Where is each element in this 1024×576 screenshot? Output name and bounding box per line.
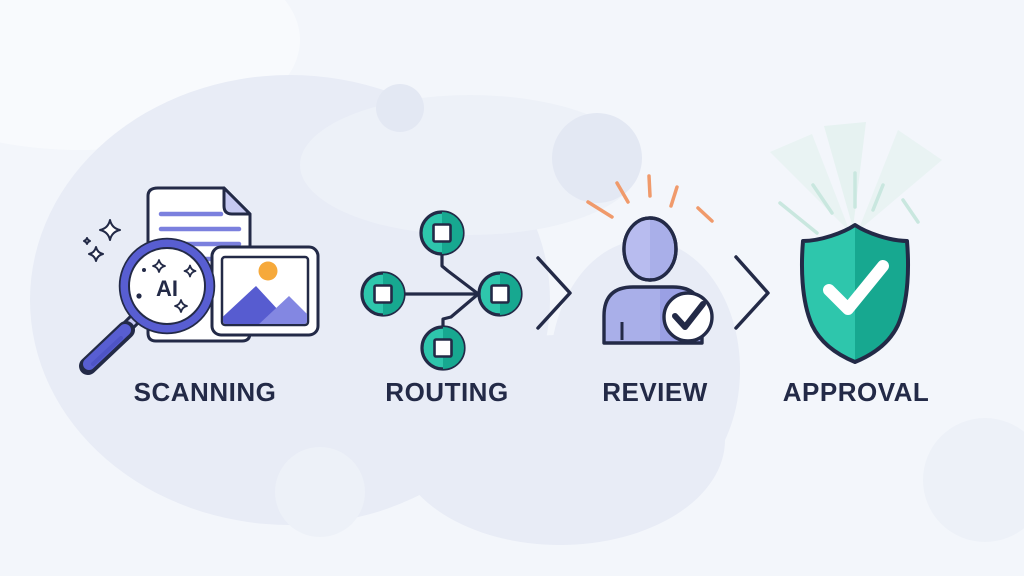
background-blob (300, 95, 640, 235)
sparkle-dot (136, 293, 142, 299)
document-fold (222, 186, 252, 216)
routing-nodes (360, 210, 523, 371)
glass-inner (128, 247, 206, 325)
routing-link (440, 252, 479, 295)
node-square (490, 284, 510, 304)
background-circle (923, 418, 1024, 542)
background-circle (275, 447, 365, 537)
sparkle-icon (83, 237, 91, 245)
routing-node (420, 325, 466, 371)
glass-outer (118, 237, 216, 335)
ray (871, 183, 885, 212)
ray (778, 201, 819, 235)
ray (669, 185, 679, 208)
node-shade (442, 212, 463, 254)
node-square (373, 284, 393, 304)
node-shade (443, 327, 464, 369)
glass-rim (120, 239, 214, 333)
routing-node (477, 271, 523, 317)
shield-check-icon-mark (823, 260, 889, 315)
shield-rays (778, 171, 920, 235)
sparkle-dot (142, 268, 146, 272)
step-label-review: REVIEW (602, 377, 708, 407)
step-label-scanning: SCANNING (133, 377, 277, 407)
chevron-right-icon (536, 256, 572, 330)
node-shade (383, 273, 404, 315)
ai-badge-text: AI (156, 276, 178, 301)
node-square (432, 223, 452, 243)
sparkle-icon (183, 264, 197, 278)
routing-node (360, 271, 406, 317)
person-check-icon (586, 174, 714, 345)
step-label-routing: ROUTING (385, 377, 509, 407)
person-head-outline (622, 216, 678, 282)
chevron-right-icon (734, 255, 770, 330)
sparkle-icon (99, 219, 121, 241)
sun (258, 261, 278, 281)
glow-wedge (858, 130, 942, 231)
image-card (210, 245, 320, 337)
sparkle-icon (88, 246, 104, 262)
background-circle (552, 113, 642, 203)
routing-link (441, 293, 479, 329)
check-icon (672, 301, 706, 330)
background-circle (376, 84, 424, 132)
shield-outline (799, 223, 911, 364)
handle-fill (83, 324, 131, 370)
attention-rays (586, 174, 714, 223)
outer-sparkles (83, 219, 121, 262)
shield-glow (770, 122, 942, 235)
ray (901, 198, 920, 224)
routing-node (419, 210, 465, 256)
ray (696, 206, 714, 223)
node-square (433, 338, 453, 358)
step-label-approval: APPROVAL (782, 377, 930, 407)
ray (811, 183, 834, 215)
magnifier-glass: AI (118, 237, 216, 335)
handle-shade (91, 336, 123, 366)
check-circle (662, 291, 714, 343)
magnifier-handle (79, 315, 139, 375)
ray (586, 200, 614, 219)
ray (647, 174, 652, 198)
shield-check-icon (770, 122, 942, 364)
sparkle-icon (152, 259, 166, 273)
ray (615, 181, 630, 204)
network-routing-icon (360, 210, 523, 371)
routing-links (401, 252, 479, 329)
review-check-badge (662, 291, 714, 343)
mountain-small (258, 296, 307, 324)
node-shade (500, 273, 521, 315)
sparkle-icon (174, 299, 188, 313)
person-head-highlight (624, 218, 650, 280)
ai-document-scan-icon: AI (79, 186, 320, 375)
glass-sparkles (152, 259, 197, 313)
